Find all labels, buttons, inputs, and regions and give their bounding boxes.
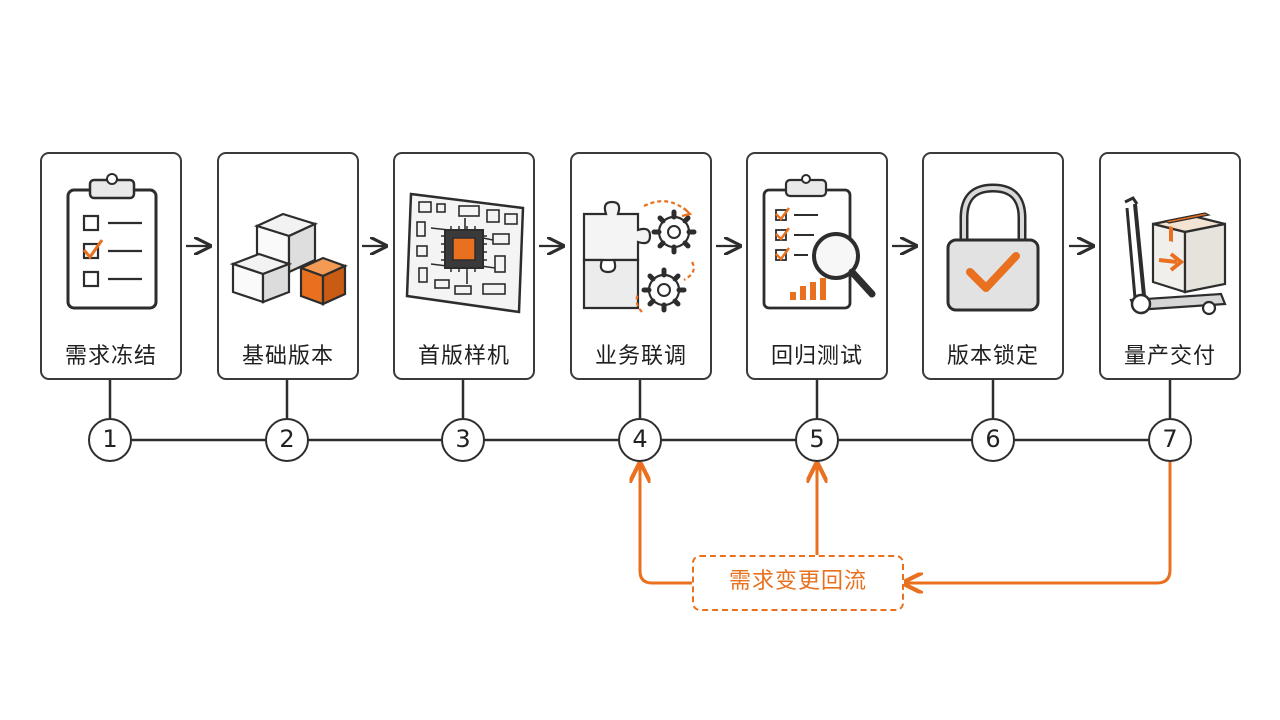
stage-label: 量产交付 bbox=[1123, 344, 1216, 369]
stage-card-2: 基础版本 bbox=[217, 152, 359, 380]
step-number-3: 3 bbox=[441, 418, 485, 462]
step-number-7: 7 bbox=[1148, 418, 1192, 462]
stage-card-4: 业务联调 bbox=[570, 152, 712, 380]
hand-truck-box-icon bbox=[1124, 196, 1227, 316]
padlock-check-icon bbox=[946, 183, 1040, 312]
step-number-6: 6 bbox=[971, 418, 1015, 462]
requirement-change-feedback-box: 需求变更回流 bbox=[692, 555, 904, 611]
stage-card-5: 回归测试 bbox=[746, 152, 888, 380]
step-number-1: 1 bbox=[88, 418, 132, 462]
stage-label: 需求冻结 bbox=[64, 344, 157, 369]
step-number-5: 5 bbox=[795, 418, 839, 462]
puzzle-gears-icon bbox=[582, 200, 697, 313]
stage-card-1: 需求冻结 bbox=[40, 152, 182, 380]
stage-card-7: 量产交付 bbox=[1099, 152, 1241, 380]
step-number-4: 4 bbox=[618, 418, 662, 462]
building-blocks-icon bbox=[229, 212, 348, 306]
stage-card-6: 版本锁定 bbox=[922, 152, 1064, 380]
stage-label: 版本锁定 bbox=[946, 344, 1039, 369]
stage-label: 回归测试 bbox=[770, 344, 863, 369]
stage-label: 基础版本 bbox=[241, 344, 334, 369]
stage-card-3: 首版样机 bbox=[393, 152, 535, 380]
step-number-2: 2 bbox=[265, 418, 309, 462]
feedback-loop bbox=[640, 462, 1172, 583]
circuit-board-icon bbox=[405, 192, 525, 314]
stage-stems bbox=[108, 380, 1172, 418]
test-report-magnifier-icon bbox=[762, 174, 876, 310]
clipboard-checklist-icon bbox=[66, 173, 158, 310]
stage-label: 业务联调 bbox=[594, 344, 687, 369]
stage-label: 首版样机 bbox=[417, 344, 510, 369]
